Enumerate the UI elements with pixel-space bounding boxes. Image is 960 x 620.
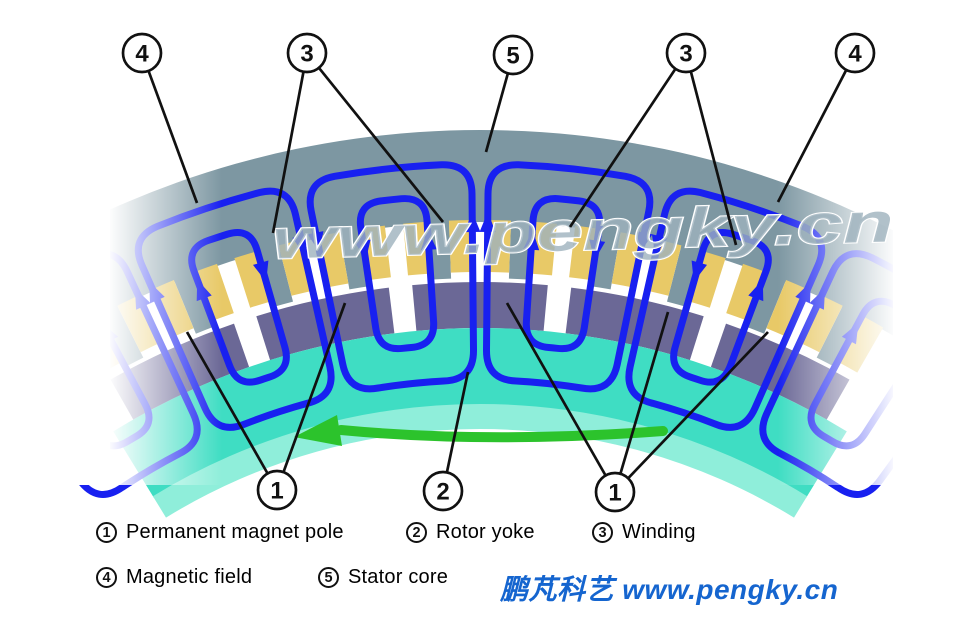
callout-leader-line: [484, 72, 510, 153]
legend-label: Stator core: [348, 566, 449, 588]
legend-item: 4 Magnetic field: [96, 566, 252, 589]
right-fade: [778, 0, 897, 485]
flux-arrowhead: [691, 260, 707, 282]
legend-item: 5 Stator core: [318, 566, 448, 589]
winding-slot: [403, 221, 429, 276]
callout-label: 4: [135, 41, 149, 68]
callout-leader-line: [505, 302, 607, 477]
callout-leader-line: [776, 69, 848, 203]
left-fade-solid: [0, 0, 110, 485]
stator-tooth: [254, 241, 293, 308]
callout-leader-line: [147, 70, 199, 204]
flux-arrowhead: [651, 234, 668, 256]
callout-leader-line: [568, 68, 677, 228]
magnet-pole: [412, 282, 548, 331]
legend-number-badge: 3: [592, 522, 613, 543]
callout-leader-line: [445, 371, 470, 473]
flux-arrowhead: [420, 229, 437, 251]
flux-arrowhead: [636, 231, 653, 253]
callout-circle: [665, 32, 707, 74]
callout-circle: [121, 32, 163, 74]
callout-circle: [834, 32, 876, 74]
field-line-inner-loop: [670, 228, 772, 386]
callout-leader-line: [619, 311, 670, 475]
winding-slot: [448, 220, 472, 273]
magnet-pole: [256, 287, 395, 361]
field-line-outer-loop: [306, 161, 478, 393]
legend-label: Permanent magnet pole: [126, 521, 344, 543]
flux-arrowhead: [479, 212, 496, 233]
flux-arrowhead: [253, 260, 269, 282]
callout-leader-line: [689, 71, 738, 246]
callout-label: 1: [270, 478, 283, 505]
callout-label: 3: [679, 41, 692, 68]
winding-slot: [531, 221, 557, 276]
stator-tooth: [667, 241, 706, 308]
callout-leader-line: [282, 302, 347, 473]
rotation-arrowhead: [294, 415, 342, 446]
flux-arrowhead: [292, 234, 309, 256]
flux-arrowhead: [307, 231, 324, 253]
callout-leader-line: [185, 331, 269, 475]
winding-slot: [726, 263, 764, 320]
callout-circle: [492, 34, 534, 76]
callout-leader-line: [627, 331, 769, 480]
callout-circle: [256, 469, 298, 511]
callouts: 4 3 5 3 4 1 2 1: [121, 32, 876, 513]
flux-arrowhead: [523, 229, 540, 251]
magnet-pole: [565, 287, 704, 361]
callout-label: 2: [436, 479, 449, 506]
flux-arrowhead: [589, 239, 606, 261]
callout-label: 5: [506, 43, 519, 70]
callout-label: 4: [848, 41, 862, 68]
right-fade-solid: [893, 0, 960, 485]
rotation-arrow: [294, 415, 668, 446]
winding-slot: [234, 251, 270, 308]
left-fade: [108, 0, 222, 485]
legend-item: 1 Permanent magnet pole: [96, 521, 344, 544]
legend-item: 3 Winding: [592, 521, 696, 544]
legend-number-badge: 1: [96, 522, 117, 543]
flux-arrowhead: [464, 212, 481, 233]
callout-leader-line: [271, 71, 305, 234]
brand-text: 鹏芃科艺 www.pengky.cn: [500, 574, 839, 605]
field-line-inner-loop: [356, 195, 438, 353]
callout-label: 3: [300, 41, 313, 68]
legend-item: 2 Rotor yoke: [406, 521, 535, 544]
legend-number-badge: 4: [96, 567, 117, 588]
callout-leader-line: [317, 66, 445, 223]
field-line-outer-loop: [482, 161, 654, 393]
legend-label: Magnetic field: [126, 566, 253, 588]
flux-arrowhead: [354, 239, 371, 261]
winding-slot: [278, 240, 312, 296]
legend-number-badge: 2: [406, 522, 427, 543]
rotation-arrow-body: [336, 425, 668, 443]
legend-label: Winding: [622, 521, 696, 543]
winding-slot: [488, 220, 512, 273]
callout-label: 1: [608, 480, 621, 507]
rotor-yoke-arc: [113, 327, 847, 498]
field-line-inner-loop: [522, 195, 604, 353]
callout-circle: [422, 470, 464, 512]
winding-slot: [648, 240, 682, 296]
winding-slot: [690, 251, 726, 308]
legend-number-badge: 5: [318, 567, 339, 588]
flux-arrowhead: [748, 279, 764, 302]
callout-circle: [286, 32, 328, 74]
stator-yoke-arc: [9, 130, 951, 342]
callout-circle: [594, 471, 636, 513]
legend-label: Rotor yoke: [436, 521, 535, 543]
stator-tooth: [743, 267, 788, 334]
